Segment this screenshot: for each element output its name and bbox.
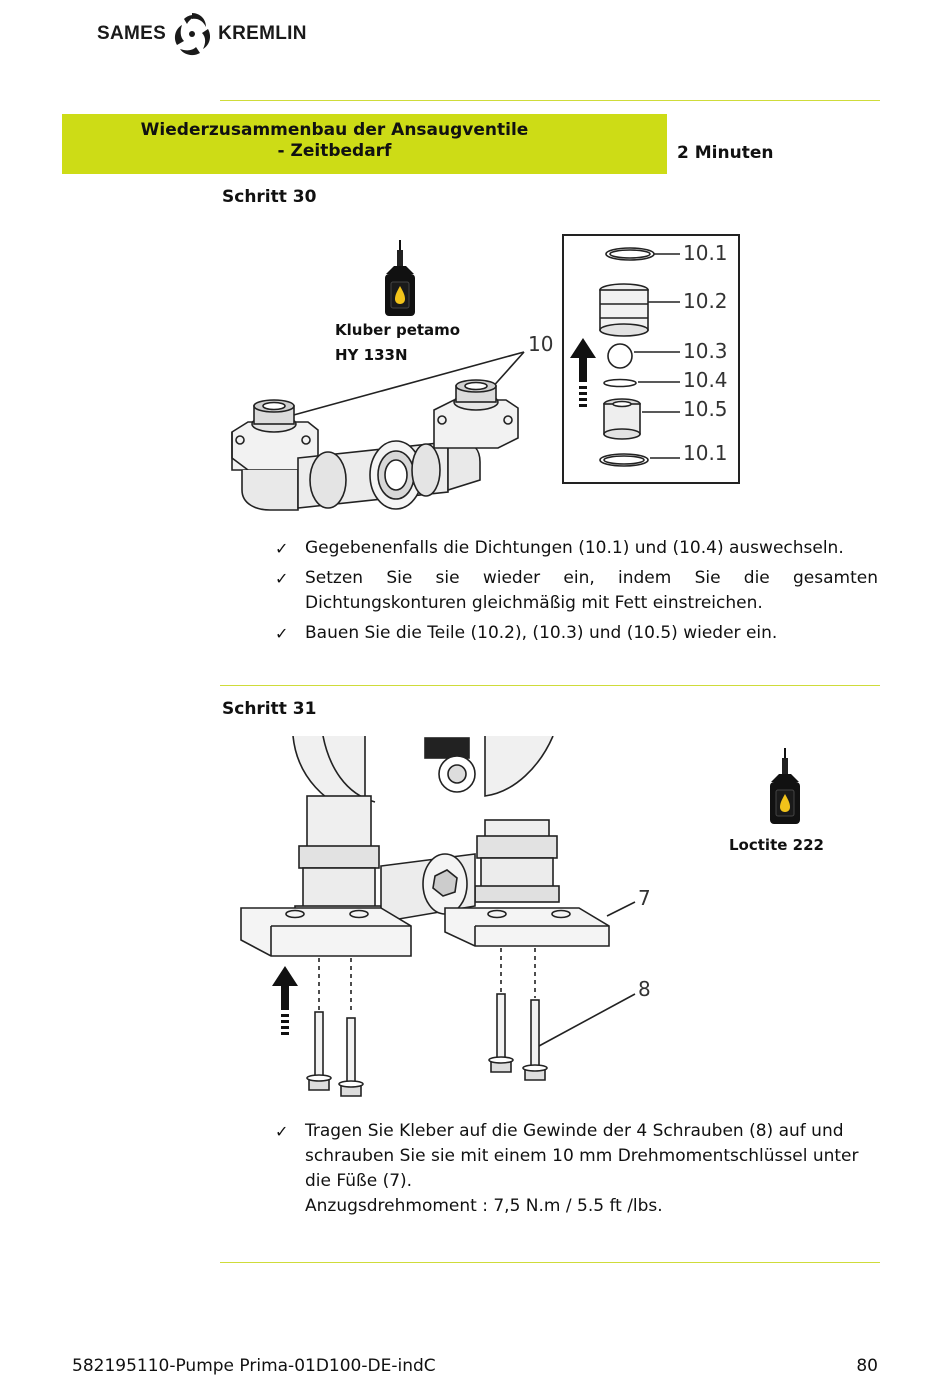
list-item: ✓ Gegebenenfalls die Dichtungen (10.1) u…: [275, 536, 878, 561]
valve-assembly-figure: [228, 330, 558, 515]
step30-instruction: Bauen Sie die Teile (10.2), (10.3) und (…: [305, 623, 778, 643]
step31-instruction: Tragen Sie Kleber auf die Gewinde der 4 …: [305, 1121, 859, 1191]
brand-swirl-icon: [175, 13, 211, 56]
arrow-up-icon: [272, 966, 298, 1040]
step30-label: Schritt 30: [222, 187, 317, 207]
section-time: 2 Minuten: [677, 143, 774, 163]
glue-bottle-icon: [380, 238, 420, 318]
section-title-line2: - Zeitbedarf: [277, 141, 392, 161]
list-item: ✓ Tragen Sie Kleber auf die Gewinde der …: [275, 1119, 878, 1219]
step30-callout-10: 10: [528, 332, 554, 356]
step31-callout-7: 7: [638, 886, 651, 910]
step30-glue: Kluber petamo HY 133N: [335, 318, 460, 368]
brand-logo: SAMES KREMLIN: [97, 8, 307, 60]
brand-right: KREMLIN: [218, 23, 307, 44]
brand-left: SAMES: [97, 23, 167, 44]
top-rule: [220, 100, 880, 101]
step31-glue: Loctite 222: [729, 836, 824, 854]
glue-bottle-icon: [765, 746, 805, 826]
check-icon: ✓: [275, 539, 289, 558]
list-item: ✓ Setzen Sie sie wieder ein, indem Sie d…: [275, 566, 878, 616]
step30-callout-10-4: 10.4: [683, 368, 728, 392]
step30-glue-line1: Kluber petamo: [335, 321, 461, 339]
step30-callout-10-3: 10.3: [683, 339, 728, 363]
list-item: ✓ Bauen Sie die Teile (10.2), (10.3) und…: [275, 621, 878, 646]
step30-instruction: Setzen Sie sie wieder ein, indem Sie die…: [305, 568, 878, 613]
step30-glue-line2: HY 133N: [335, 346, 408, 364]
pump-feet-figure: [235, 736, 665, 1106]
arrow-up-icon: [570, 338, 596, 412]
footer-page-number: 80: [856, 1356, 878, 1376]
mid-rule: [220, 685, 880, 686]
step30-checklist: ✓ Gegebenenfalls die Dichtungen (10.1) u…: [275, 536, 878, 651]
check-icon: ✓: [275, 624, 289, 643]
step30-callout-10-2: 10.2: [683, 289, 728, 313]
step31-label: Schritt 31: [222, 699, 317, 719]
section-title: Wiederzusammenbau der Ansaugventile - Ze…: [62, 120, 607, 162]
exploded-valve-figure: [562, 234, 740, 484]
step30-callout-10-1-bottom: 10.1: [683, 441, 728, 465]
step31-callout-8: 8: [638, 977, 651, 1001]
footer-doc-ref: 582195110-Pumpe Prima-01D100-DE-indC: [72, 1356, 436, 1376]
step30-callout-10-1-top: 10.1: [683, 241, 728, 265]
step31-checklist: ✓ Tragen Sie Kleber auf die Gewinde der …: [275, 1119, 878, 1224]
bottom-rule: [220, 1262, 880, 1263]
step30-callout-10-5: 10.5: [683, 397, 728, 421]
step30-instruction: Gegebenenfalls die Dichtungen (10.1) und…: [305, 538, 844, 558]
check-icon: ✓: [275, 569, 289, 588]
check-icon: ✓: [275, 1122, 289, 1141]
step31-torque: Anzugsdrehmoment : 7,5 N.m / 5.5 ft /lbs…: [305, 1196, 663, 1216]
section-title-band: [62, 114, 667, 174]
section-title-line1: Wiederzusammenbau der Ansaugventile: [140, 120, 529, 140]
